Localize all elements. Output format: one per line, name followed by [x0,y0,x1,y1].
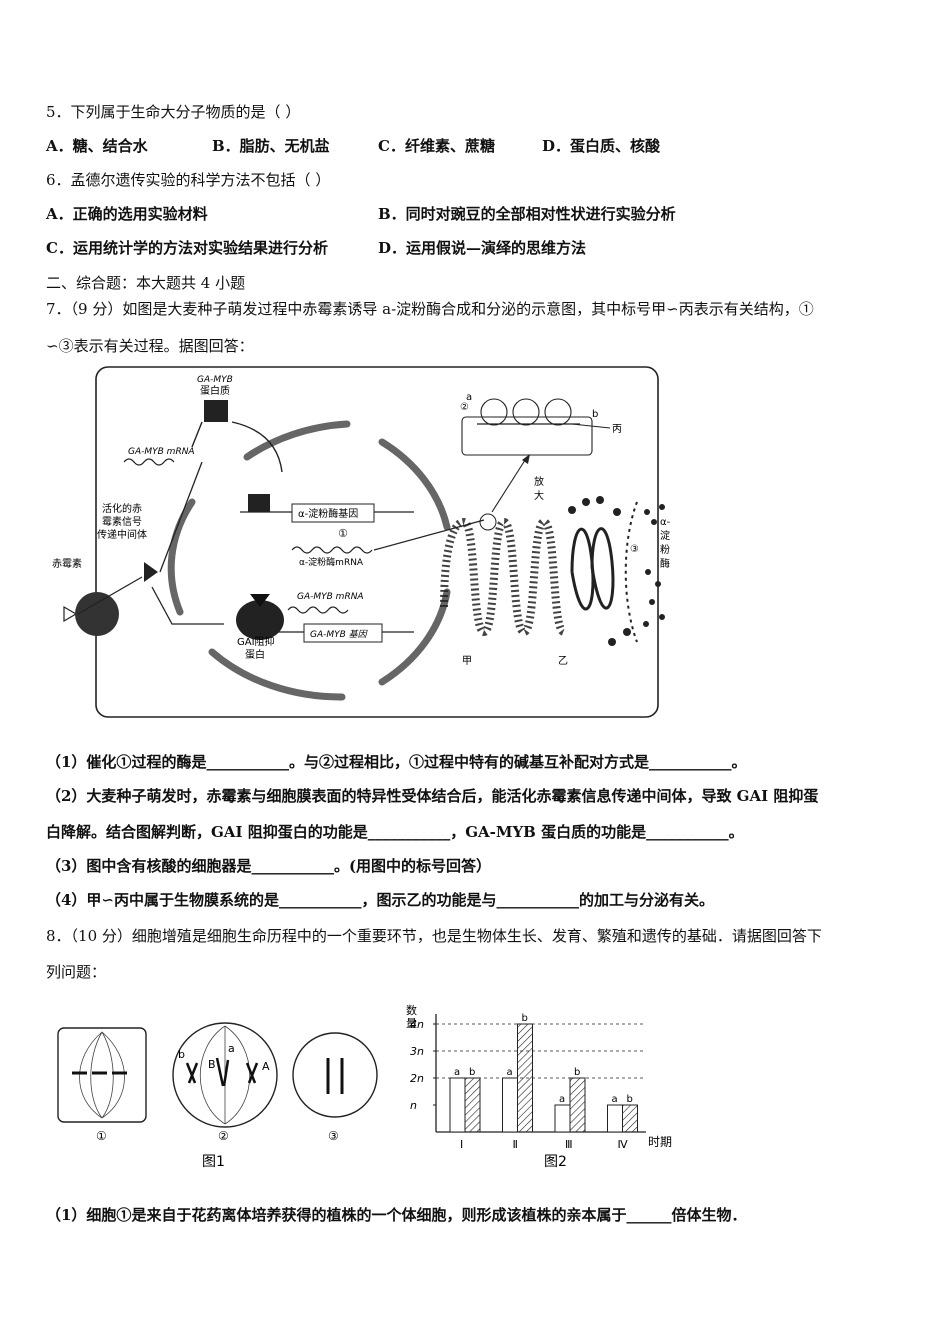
q6-option-a: A．正确的选用实验材料 [46,205,208,223]
fig1-caption: 图1 [202,1154,225,1168]
q7-stem-line1: 7．（9 分）如图是大麦种子萌发过程中赤霉素诱导 a-淀粉酶合成和分泌的示意图，… [46,300,814,318]
fig2-bar-b [569,1077,586,1133]
q5-option-b: B．脂肪、无机盐 [212,137,330,155]
q5-stem: 5．下列属于生命大分子物质的是（ ） [46,103,301,121]
label-a: a [466,392,472,403]
q7-sub3: （3）图中含有核酸的细胞器是___________。(用图中的标号回答） [46,857,492,875]
label-b: b [592,409,598,420]
label-ga-myb-mrna: GA-MYB mRNA [297,592,364,602]
label-ga-myb-gene: GA-MYB 基因 [310,629,369,640]
fig2-bar-b [517,1023,533,1133]
fig1-label-1: ① [96,1129,107,1143]
label-amy1: α- [660,517,671,528]
fig2-category-label: Ⅰ [460,1138,463,1151]
q7-diagram: GA-MYB 蛋白质 GA-MYB mRNA α-淀粉酶基因 ① α-淀粉酶mR… [52,366,671,718]
fig2-bar-a [607,1104,623,1133]
fig2-bar-b [464,1077,481,1133]
fig1-label-B: B [208,1058,216,1071]
label-da: 大 [534,489,544,502]
label-signal2: 霉素信号 [102,515,142,528]
label-process-2: ② [460,402,469,413]
fig2-bar-a [502,1077,518,1133]
q6-option-d: D．运用假说—演绎的思维方法 [378,239,587,257]
fig2-bar-label: b [574,1067,580,1078]
fig2-bar-label: a [559,1094,565,1105]
fig2-category-label: Ⅳ [618,1138,629,1151]
fig2-xlabel: 时期 [648,1135,672,1149]
fig2-category-label: Ⅲ [565,1138,573,1151]
q7-stem-line2: ∽③表示有关过程。据图回答： [46,337,254,355]
label-bing: 丙 [612,424,622,435]
fig2-ylabel-2: 量 [406,1017,417,1030]
label-amylase-gene: α-淀粉酶基因 [298,507,358,520]
label-gibberellin: 赤霉素 [52,557,82,570]
fig1-label-3: ③ [328,1129,339,1143]
fig1-label-b: b [178,1048,185,1061]
label-fang: 放 [534,475,544,488]
label-ga-myb-protein: GA-MYB [197,375,233,385]
fig2-bar-a [554,1104,571,1133]
label-amylase-mrna: α-淀粉酶mRNA [299,556,364,568]
fig2-ytick-label: n [410,1099,417,1112]
label-process-1: ① [338,527,348,540]
fig1-label-2: ② [218,1129,229,1143]
q7-sub2-line2: 白降解。结合图解判断，GAI 阻抑蛋白的功能是___________，GA-MY… [46,823,744,841]
q7-sub2-line1: （2）大麦种子萌发时，赤霉素与细胞膜表面的特异性受体结合后，能活化赤霉素信息传递… [46,787,819,805]
fig2-bar-label: a [612,1094,618,1105]
fig2-bar-a [449,1077,466,1133]
fig2-bar-label: a [507,1067,513,1078]
label-signal1: 活化的赤 [102,502,142,515]
fig2-bar-label: a [454,1067,460,1078]
fig1-label-a: a [228,1042,235,1055]
fig1-label-A: A [262,1060,270,1073]
q7-sub1: （1）催化①过程的酶是___________。与②过程相比，①过程中特有的碱基互… [46,753,747,771]
fig2-bar-b [622,1104,638,1133]
label-amy2: 淀 [660,529,670,542]
q7-sub4: （4）甲∽丙中属于生物膜系统的是___________，图示乙的功能是与____… [46,891,715,909]
label-gai2: 蛋白 [245,648,265,661]
label-amy4: 酶 [660,557,670,570]
label-process-3: ③ [630,544,639,555]
q8-sub1: （1）细胞①是来自于花药离体培养获得的植株的一个体细胞，则形成该植株的亲本属于_… [46,1206,747,1224]
q5-option-d: D．蛋白质、核酸 [542,137,661,155]
fig2-caption: 图2 [544,1154,567,1170]
q8-stem-line1: 8．（10 分）细胞增殖是细胞生命历程中的一个重要环节，也是生物体生长、发育、繁… [46,927,822,945]
fig2-ytick-label: 3n [410,1045,424,1058]
fig2-bar-label: b [522,1013,528,1024]
q8-stem-line2: 列问题： [46,963,107,981]
fig2-ylabel-1: 数 [406,1004,417,1017]
label-signal3: 传递中间体 [97,528,147,541]
label-ga-myb-mrna-top: GA-MYB mRNA [128,447,195,457]
label-ga-myb-protein2: 蛋白质 [200,384,230,397]
fig2-category-label: Ⅱ [513,1138,518,1151]
section-heading: 二、综合题：本大题共 4 小题 [46,274,246,292]
label-yi: 乙 [558,655,568,667]
q5-option-c: C．纤维素、蔗糖 [378,137,495,155]
label-amy3: 粉 [660,543,670,556]
label-jia: 甲 [462,656,472,667]
q6-option-b: B．同时对豌豆的全部相对性状进行实验分析 [378,205,676,223]
fig2-ytick-label: 4n [410,1018,424,1031]
label-gai1: GAI阻抑 [237,636,275,648]
fig1-cells: ① b B a A ② ③ 图1 [57,1022,378,1168]
fig2-bar-label: b [627,1094,633,1105]
q5-option-a: A．糖、结合水 [46,137,148,155]
q6-stem: 6．孟德尔遗传实验的科学方法不包括（ ） [46,171,331,189]
q6-option-c: C．运用统计学的方法对实验结果进行分析 [46,239,328,257]
fig2-bar-label: b [469,1067,475,1078]
fig2-ytick-label: 2n [410,1072,424,1085]
